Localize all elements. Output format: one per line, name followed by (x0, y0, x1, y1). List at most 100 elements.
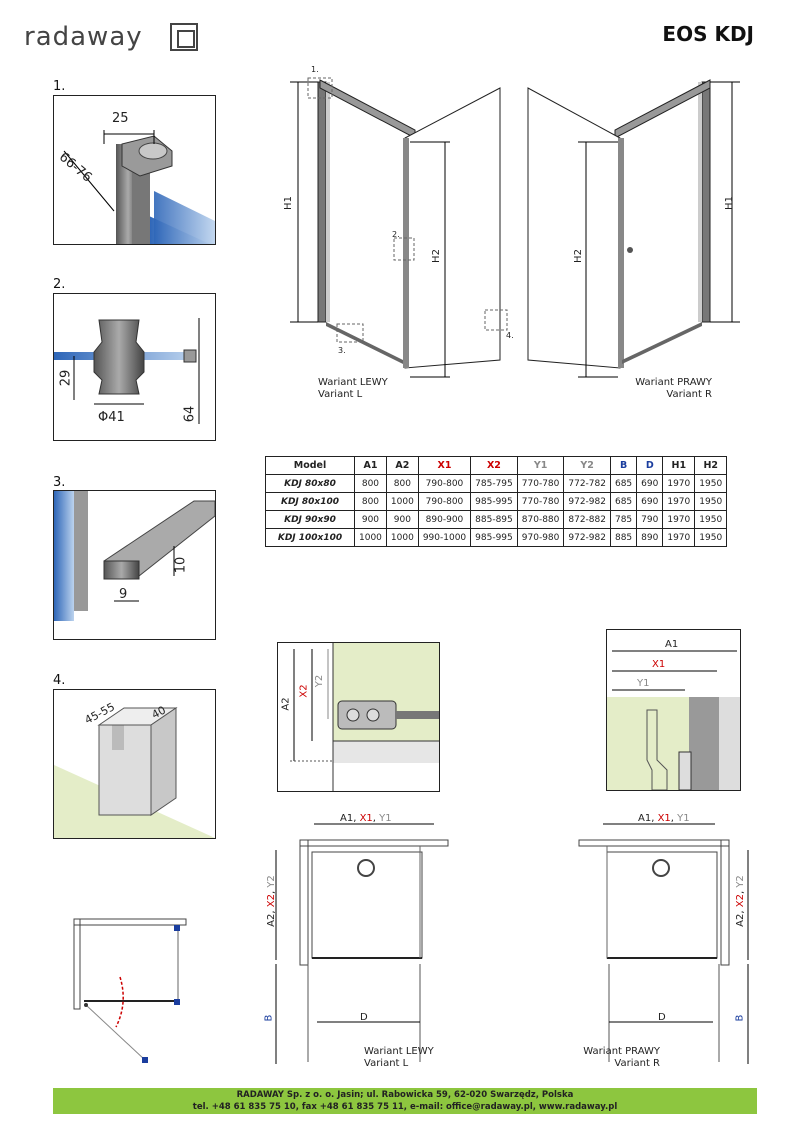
footer-address: RADAWAY Sp. z o. o. Jasin; ul. Rabowicka… (236, 1090, 574, 1100)
detail-1-panel: 25 66-76 (53, 95, 216, 245)
elevation-left-h2: H2 (430, 249, 442, 263)
table-cell: 800 (354, 474, 387, 493)
table-cell: 885-895 (470, 510, 518, 529)
table-cell: 770-780 (516, 492, 565, 511)
brand-logo-icon (170, 23, 198, 51)
table-cell: 800 (354, 492, 387, 511)
table-header-cell: Y1 (516, 456, 565, 475)
table-cell: 685 (609, 474, 638, 493)
table-cell: 690 (636, 474, 664, 493)
table-cell: 890 (636, 528, 664, 547)
detail-2-panel: 29 Φ41 64 (53, 293, 216, 441)
table-cell: 772-782 (563, 474, 611, 493)
plan-detail-right-drawing (607, 650, 740, 790)
table-row: KDJ 80x80 800 800 790-800 785-795 770-78… (265, 474, 728, 493)
detail-1-number: 1. (53, 79, 66, 94)
plan-left-variant-en: Variant L (364, 1058, 409, 1069)
table-cell: 972-982 (563, 492, 611, 511)
table-cell: 972-982 (563, 528, 611, 547)
table-cell: 1950 (694, 492, 728, 511)
plan-left-side-dim: A2, X2, Y2 (265, 875, 277, 927)
plan-right-side-dim: A2, X2, Y2 (734, 875, 746, 927)
table-header-cell: B (609, 456, 638, 475)
detail-2-dim-height: 29 (58, 369, 74, 387)
elevation-right-variant-en: Variant R (666, 389, 712, 400)
table-cell: 1000 (385, 492, 419, 511)
plan-detail-left-y2: Y2 (314, 674, 326, 688)
dimension-table-wrap: Model A1 A2 X1 X2 Y1 Y2 B D H1 H2 KDJ 80… (265, 456, 728, 547)
detail-3-number: 3. (53, 475, 66, 490)
table-header-cell: X2 (470, 456, 518, 475)
footer-contact: tel. +48 61 835 75 10, fax +48 61 835 75… (192, 1102, 618, 1112)
table-header-cell: D (636, 456, 664, 475)
table-cell: 1970 (662, 510, 696, 529)
elevation-left-variant-pl: Wariant LEWY (318, 377, 388, 388)
plan-left-b: B (263, 1014, 275, 1022)
table-cell: 900 (385, 510, 419, 529)
plan-left-d: D (360, 1012, 368, 1023)
detail-2-dim-diameter: Φ41 (98, 410, 125, 425)
table-header-cell: A2 (385, 456, 419, 475)
plan-detail-left-panel: A2 X2 Y2 (277, 642, 440, 792)
detail-3-dim-width: 9 (119, 587, 128, 602)
table-cell: 770-780 (516, 474, 565, 493)
elevation-marker-3: 3. (338, 346, 346, 355)
table-cell: 790-800 (417, 474, 472, 493)
table-header-cell: Model (265, 456, 355, 475)
plan-right-y2: Y2 (734, 875, 746, 888)
table-cell: 990-1000 (417, 528, 472, 547)
plan-right-x1: X1 (657, 813, 671, 824)
table-header-cell: A1 (354, 456, 387, 475)
table-cell: 885 (609, 528, 638, 547)
detail-2-drawing (54, 318, 200, 424)
table-cell: 1000 (354, 528, 387, 547)
table-cell: 985-995 (470, 528, 518, 547)
elevation-marker-1: 1. (311, 65, 319, 74)
table-cell: 690 (636, 492, 664, 511)
footer-bar: RADAWAY Sp. z o. o. Jasin; ul. Rabowicka… (53, 1088, 757, 1114)
table-header-cell: H2 (694, 456, 728, 475)
plan-right-a1: A1 (638, 813, 652, 824)
plan-detail-right-panel: A1 X1 Y1 (606, 629, 741, 791)
plan-left-drawing (275, 823, 449, 1064)
table-cell: 872-882 (563, 510, 611, 529)
plan-right-b: B (734, 1014, 746, 1022)
plan-left-x1: X1 (359, 813, 373, 824)
table-cell: 1970 (662, 528, 696, 547)
elevation-left-variant-en: Variant L (318, 389, 363, 400)
detail-4-number: 4. (53, 673, 66, 688)
table-cell: 1950 (694, 510, 728, 529)
table-cell: 1950 (694, 474, 728, 493)
detail-4-drawing (54, 707, 215, 838)
table-cell: 970-980 (516, 528, 565, 547)
elevation-right-h2: H2 (572, 249, 584, 263)
elevation-right-h1: H1 (723, 196, 735, 210)
table-cell: 870-880 (516, 510, 565, 529)
plan-right-a2: A2 (734, 913, 746, 927)
table-header-cell: Y2 (563, 456, 611, 475)
table-cell: 785 (609, 510, 638, 529)
brand-logo-text: radaway (24, 22, 143, 52)
table-cell: 900 (354, 510, 387, 529)
table-cell: 1970 (662, 492, 696, 511)
detail-1-dim-width: 25 (112, 111, 129, 126)
plan-detail-right-x1: X1 (652, 659, 666, 670)
table-cell: 785-795 (470, 474, 518, 493)
plan-right-d: D (658, 1012, 666, 1023)
table-cell: 790-800 (417, 492, 472, 511)
table-row: KDJ 100x100 1000 1000 990-1000 985-995 9… (265, 528, 728, 547)
plan-right-variant-pl: Wariant PRAWY (583, 1046, 660, 1057)
plan-left-y2: Y2 (265, 875, 277, 888)
plan-right-variant-en: Variant R (614, 1058, 660, 1069)
plan-detail-right-y1: Y1 (637, 678, 650, 689)
detail-3-panel: 10 9 (53, 490, 216, 640)
plan-left-a2: A2 (265, 913, 277, 927)
plan-left-variant-pl: Wariant LEWY (364, 1046, 434, 1057)
table-header-cell: H1 (662, 456, 696, 475)
elevation-left-h1: H1 (282, 196, 294, 210)
elevation-marker-2: 2. (392, 230, 400, 239)
plan-left-y1: Y1 (379, 813, 392, 824)
table-cell-model: KDJ 90x90 (265, 510, 355, 529)
plan-right-top-dim: A1, X1, Y1 (638, 813, 690, 824)
plan-left-x2: X2 (265, 894, 277, 908)
